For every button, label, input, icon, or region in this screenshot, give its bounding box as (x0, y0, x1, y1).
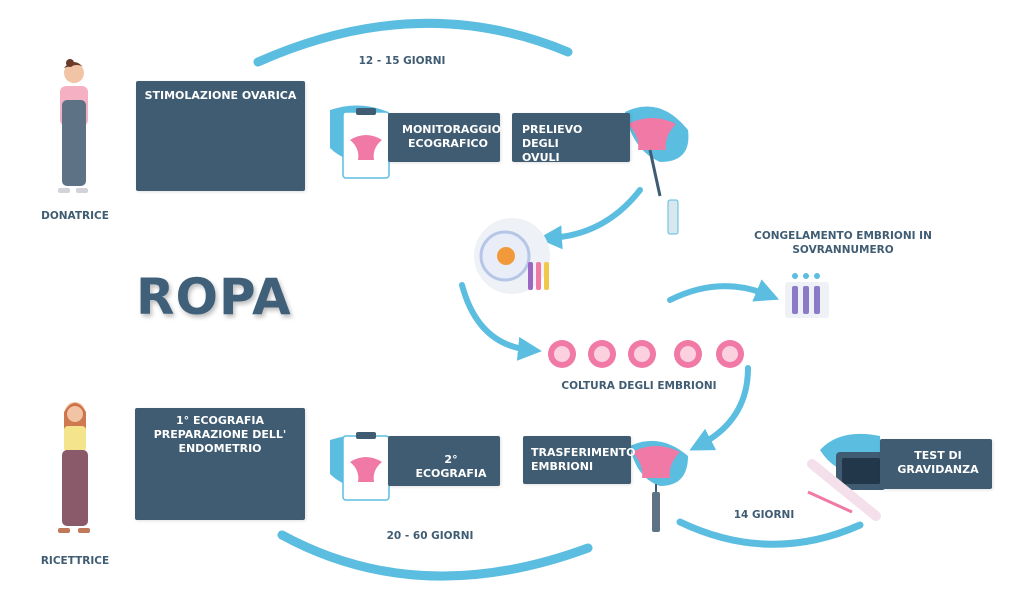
embryo-circles (548, 340, 744, 368)
step-seconda-ecografia-label: 2° ECOGRAFIA (415, 453, 487, 480)
step-prima-ecografia: 1° ECOGRAFIA PREPARAZIONE DELL' ENDOMETR… (135, 408, 305, 520)
step-prelievo-label: PRELIEVO DEGLI OVULI (522, 123, 583, 164)
step-monitoraggio: MONITORAGGIO ECOGRAFICO (388, 113, 501, 162)
prelievo-illustration (628, 118, 679, 235)
monitoraggio-illustration (342, 108, 390, 179)
arrow-coltura-to-trasferimento (689, 365, 751, 451)
duration-test: 14 GIORNI (733, 509, 795, 521)
step-monitoraggio-label: MONITORAGGIO ECOGRAFICO (402, 123, 501, 150)
duration-top: 12 - 15 GIORNI (358, 55, 446, 67)
diagram-title: ROPA (136, 268, 292, 326)
arrow-prelievo-to-lab (538, 187, 643, 250)
step-stimolazione-label: STIMOLAZIONE OVARICA (144, 89, 297, 102)
arrow-lab-to-coltura (459, 282, 542, 361)
seconda-illustration (342, 432, 390, 501)
arc-bottom (277, 530, 593, 581)
donor-figure (58, 59, 88, 193)
congelamento-illustration (785, 273, 829, 318)
step-congelamento-label: CONGELAMENTO EMBRIONI IN SOVRANNUMERO (754, 230, 932, 256)
step-prima-ecografia-label: 1° ECOGRAFIA PREPARAZIONE DELL' ENDOMETR… (153, 414, 287, 455)
arc-test (676, 518, 864, 548)
step-coltura-label: COLTURA DEGLI EMBRIONI (561, 380, 717, 392)
step-prelievo: PRELIEVO DEGLI OVULI (512, 113, 630, 164)
test-illustration (807, 452, 886, 521)
recipient-label: RICETTRICE (40, 555, 110, 567)
duration-bottom: 20 - 60 GIORNI (386, 530, 474, 542)
recipient-figure (58, 402, 90, 533)
step-seconda-ecografia: 2° ECOGRAFIA (388, 436, 500, 486)
lab-illustration (474, 218, 550, 294)
step-stimolazione: STIMOLAZIONE OVARICA (136, 81, 305, 191)
step-test: TEST DI GRAVIDANZA (880, 439, 992, 489)
arc-top (253, 18, 573, 67)
step-test-label: TEST DI GRAVIDANZA (897, 449, 979, 476)
step-trasferimento: TRASFERIMENTO EMBRIONI (523, 436, 636, 484)
donor-label: DONATRICE (41, 210, 109, 222)
trasferimento-illustration (632, 446, 680, 532)
step-trasferimento-label: TRASFERIMENTO EMBRIONI (531, 446, 636, 473)
arrow-to-congelamento (667, 279, 780, 303)
